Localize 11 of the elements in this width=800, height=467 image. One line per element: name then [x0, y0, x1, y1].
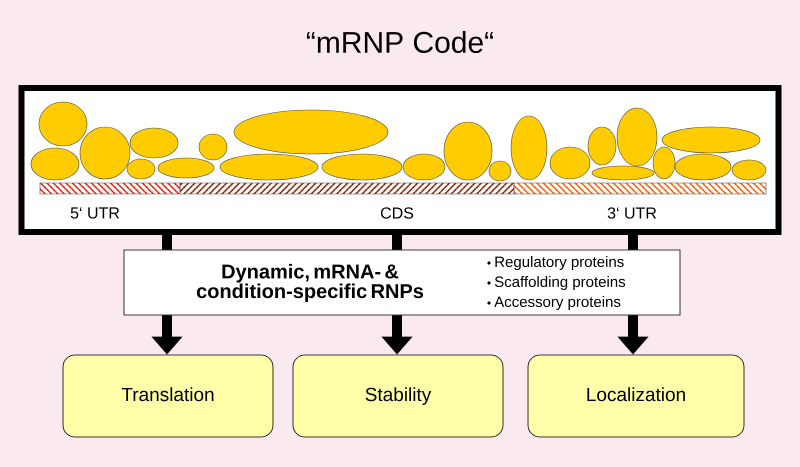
rnp-box: Dynamic, mRNA- & condition-specific RNPs Regulatory proteins Scaffolding proteins Accessory proteins [124, 250, 680, 316]
node-label: 3‘ UTR [608, 207, 656, 219]
outcome-box: Localization [528, 354, 744, 438]
mrna-segment: CDS [180, 182, 514, 219]
outcome-box: Translation [62, 354, 274, 438]
title: “mRNP Code“ [306, 31, 494, 54]
mrna-segment: 5‘ UTR [40, 182, 180, 219]
node-label: 5‘ UTR [70, 207, 120, 219]
mrna-segment: 3‘ UTR [514, 182, 766, 219]
node-label: CDS [380, 207, 414, 219]
outcome-box: Stability [292, 354, 504, 438]
